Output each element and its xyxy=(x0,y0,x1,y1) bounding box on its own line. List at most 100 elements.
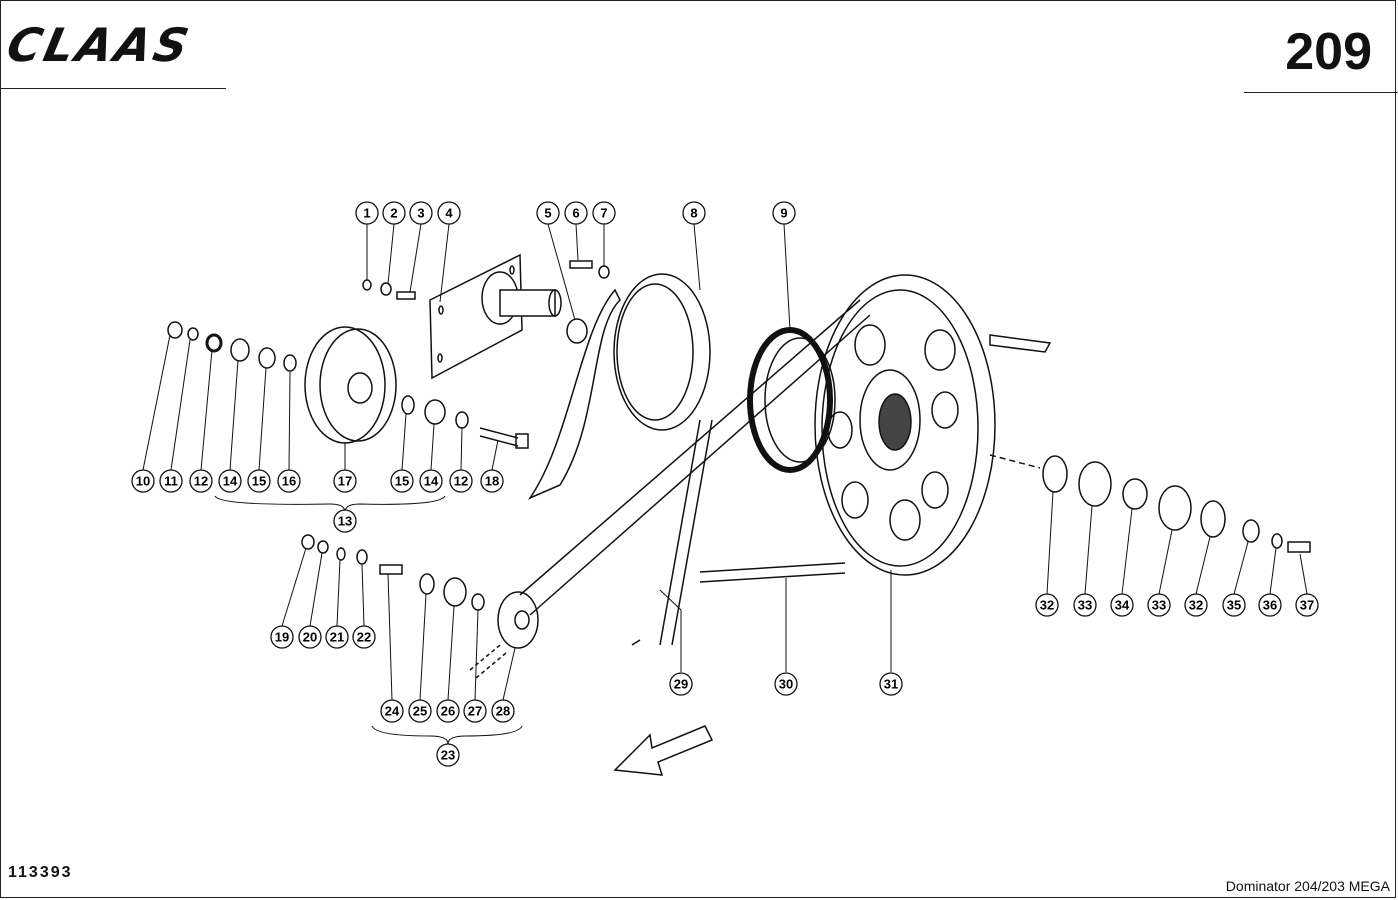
callout-29: 29 xyxy=(669,672,693,696)
svg-text:33: 33 xyxy=(1152,598,1166,613)
direction-arrow xyxy=(613,725,714,776)
callout-10: 10 xyxy=(131,469,155,493)
svg-text:17: 17 xyxy=(338,474,352,489)
callout-15: 15 xyxy=(247,469,271,493)
svg-text:31: 31 xyxy=(884,677,898,692)
svg-text:36: 36 xyxy=(1263,598,1277,613)
callout-33b: 33 xyxy=(1147,593,1171,617)
svg-text:26: 26 xyxy=(441,704,455,719)
callout-7: 7 xyxy=(592,201,616,225)
callout-6: 6 xyxy=(564,201,588,225)
leader-lines xyxy=(142,223,1308,745)
svg-text:12: 12 xyxy=(194,474,208,489)
callout-14b: 14 xyxy=(419,469,443,493)
svg-text:18: 18 xyxy=(485,474,499,489)
callout-35: 35 xyxy=(1222,593,1246,617)
callout-4: 4 xyxy=(437,201,461,225)
callout-12b: 12 xyxy=(449,469,473,493)
svg-text:30: 30 xyxy=(779,677,793,692)
svg-text:21: 21 xyxy=(330,630,344,645)
callout-20: 20 xyxy=(298,625,322,649)
svg-text:7: 7 xyxy=(600,206,607,221)
callout-36: 36 xyxy=(1258,593,1282,617)
page-number: 209 xyxy=(1285,23,1372,81)
svg-text:15: 15 xyxy=(395,474,409,489)
svg-text:15: 15 xyxy=(252,474,266,489)
svg-text:32: 32 xyxy=(1040,598,1054,613)
svg-text:9: 9 xyxy=(780,206,787,221)
belt-pulley-8 xyxy=(527,273,713,646)
callout-33: 33 xyxy=(1073,593,1097,617)
callout-2: 2 xyxy=(382,201,406,225)
left-hub-parts xyxy=(167,321,297,372)
callout-9: 9 xyxy=(772,201,796,225)
drive-belts xyxy=(519,299,871,616)
tension-pulley-part xyxy=(304,326,397,444)
svg-text:5: 5 xyxy=(544,206,551,221)
callout-31: 31 xyxy=(879,672,903,696)
callout-16: 16 xyxy=(277,469,301,493)
callout-13: 13 xyxy=(333,509,357,533)
callout-1: 1 xyxy=(355,201,379,225)
svg-text:2: 2 xyxy=(390,206,397,221)
svg-text:1: 1 xyxy=(363,206,370,221)
svg-text:24: 24 xyxy=(385,704,400,719)
right-hub-parts xyxy=(401,395,529,449)
svg-text:3: 3 xyxy=(417,206,424,221)
callout-22: 22 xyxy=(352,625,376,649)
svg-text:33: 33 xyxy=(1078,598,1092,613)
callout-18: 18 xyxy=(480,469,504,493)
callout-28: 28 xyxy=(491,699,515,723)
svg-text:35: 35 xyxy=(1227,598,1241,613)
svg-text:14: 14 xyxy=(223,474,238,489)
model-label: Dominator 204/203 MEGA xyxy=(1225,878,1390,894)
callout-25: 25 xyxy=(408,699,432,723)
callout-11: 11 xyxy=(159,469,183,493)
mounting-plate-part xyxy=(429,253,562,380)
large-pulley-31 xyxy=(814,274,1052,576)
bearing-parts xyxy=(989,454,1311,553)
callout-23: 23 xyxy=(436,743,460,767)
svg-text:19: 19 xyxy=(275,630,289,645)
svg-text:20: 20 xyxy=(303,630,317,645)
svg-text:10: 10 xyxy=(136,474,150,489)
callout-27: 27 xyxy=(463,699,487,723)
callout-37: 37 xyxy=(1295,593,1319,617)
svg-text:23: 23 xyxy=(441,748,455,763)
svg-text:25: 25 xyxy=(413,704,427,719)
header-rule-left xyxy=(0,88,226,89)
callout-26: 26 xyxy=(436,699,460,723)
svg-text:28: 28 xyxy=(496,704,510,719)
header-rule-right xyxy=(1244,92,1398,93)
svg-text:29: 29 xyxy=(674,677,688,692)
callout-24: 24 xyxy=(380,699,404,723)
callout-32: 32 xyxy=(1035,593,1059,617)
callout-30: 30 xyxy=(774,672,798,696)
svg-text:11: 11 xyxy=(164,474,178,489)
callout-12: 12 xyxy=(189,469,213,493)
callout-14: 14 xyxy=(218,469,242,493)
svg-text:8: 8 xyxy=(690,206,697,221)
drawing-number: 113393 xyxy=(8,864,73,881)
callout-34: 34 xyxy=(1110,593,1134,617)
svg-text:22: 22 xyxy=(357,630,371,645)
svg-text:32: 32 xyxy=(1189,598,1203,613)
svg-text:13: 13 xyxy=(338,514,352,529)
callout-19: 19 xyxy=(270,625,294,649)
callout-3: 3 xyxy=(409,201,433,225)
svg-text:27: 27 xyxy=(468,704,482,719)
svg-text:12: 12 xyxy=(454,474,468,489)
svg-text:16: 16 xyxy=(282,474,296,489)
callout-8: 8 xyxy=(682,201,706,225)
callout-5: 5 xyxy=(536,201,560,225)
svg-text:4: 4 xyxy=(445,206,453,221)
callout-17: 17 xyxy=(333,469,357,493)
callout-32b: 32 xyxy=(1184,593,1208,617)
callout-markers: 1 2 3 4 5 6 7 8 9 10 11 12 14 15 16 17 1… xyxy=(131,201,1319,767)
callout-15b: 15 xyxy=(390,469,414,493)
svg-text:37: 37 xyxy=(1300,598,1314,613)
svg-text:14: 14 xyxy=(424,474,439,489)
callout-21: 21 xyxy=(325,625,349,649)
